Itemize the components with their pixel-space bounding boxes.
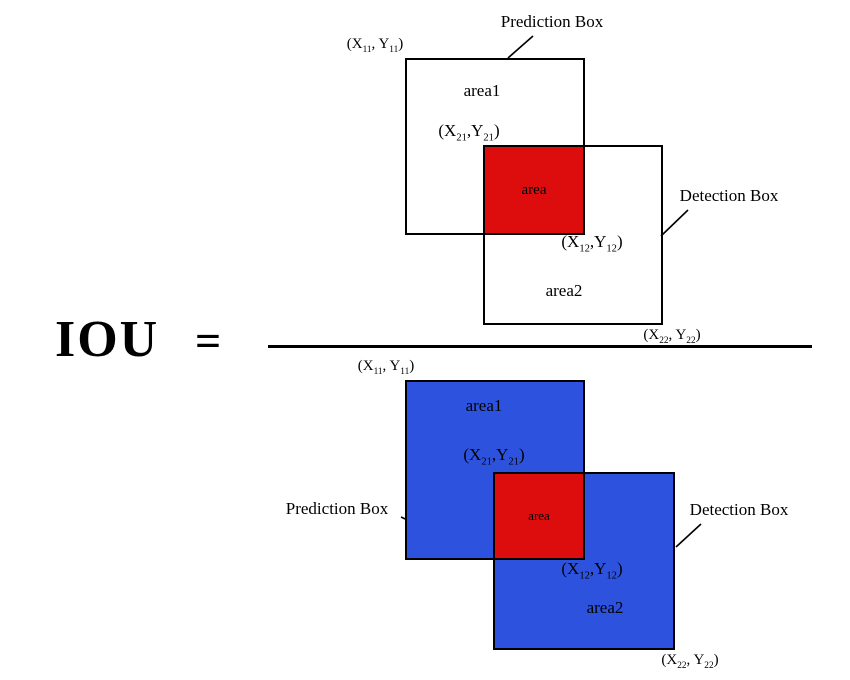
denominator-detection-leader-line [675,523,702,548]
numerator-area1-label: area1 [463,81,501,100]
numerator-intersect-top-left-coord: (X21,Y21) [438,121,500,144]
formula-iou-text: IOU [55,311,160,368]
numerator-intersect-bottom-right-coord: (X12,Y12) [561,232,623,255]
denominator-area2-label: area2 [586,598,624,617]
numerator-detection-box-label: Detection Box [679,186,779,205]
denominator-detection-box-label: Detection Box [689,500,789,519]
numerator-pred-top-left-coord: (X11, Y11) [346,36,404,55]
numerator-intersection-box: area [483,145,585,235]
numerator-prediction-box-label: Prediction Box [500,12,604,31]
numerator-detection-leader-line [660,209,689,237]
formula-equals-sign: = [195,315,222,366]
numerator-prediction-leader-line [507,35,534,59]
denominator-intersect-top-left-coord: (X21,Y21) [463,445,525,468]
denominator-intersection-box: area [493,472,585,560]
denominator-intersection-label: area [528,508,550,523]
denominator-prediction-box-label: Prediction Box [285,499,389,518]
denominator-det-bottom-right-coord: (X22, Y22) [661,652,719,671]
numerator-det-bottom-right-coord: (X22, Y22) [643,327,701,346]
denominator-area1-label: area1 [465,396,503,415]
denominator-pred-top-left-coord: (X11, Y11) [357,358,415,377]
fraction-line [268,345,812,348]
denominator-intersect-bottom-right-coord: (X12,Y12) [561,559,623,582]
numerator-intersection-label: area [521,181,547,198]
numerator-area2-label: area2 [545,281,583,300]
